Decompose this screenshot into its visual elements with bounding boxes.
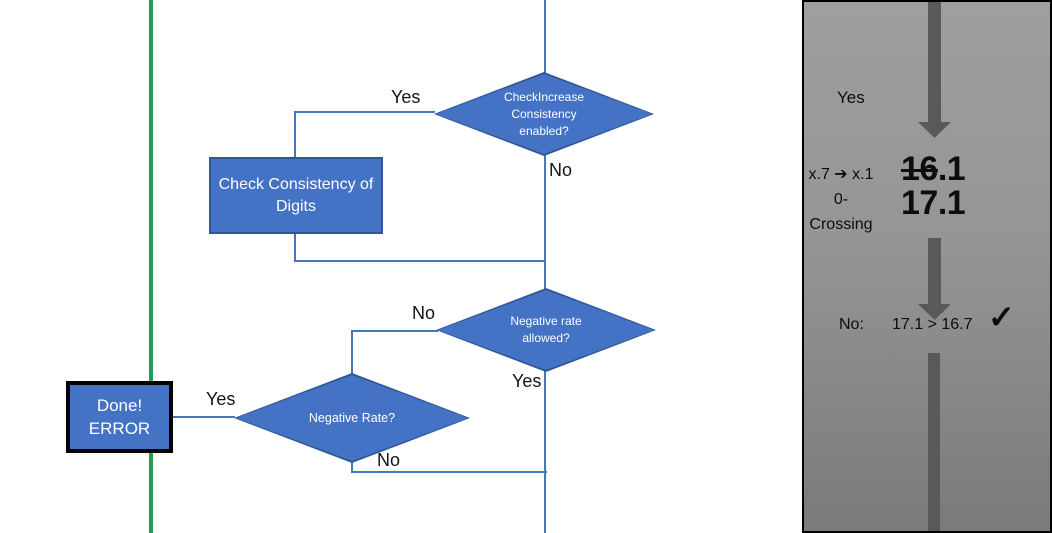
panel-comparison: 17.1 > 16.7 — [892, 316, 973, 333]
decision-check-increase-label: CheckIncrease Consistency enabled? — [434, 72, 654, 156]
connector-no-branch-vertical — [351, 330, 353, 374]
label-no-negative-rate: No — [377, 450, 401, 470]
panel-result-label: No: — [839, 316, 864, 333]
decision-negative-rate-text: Negative Rate? — [308, 410, 396, 425]
down-arrow-shaft-icon — [928, 353, 940, 531]
down-arrow-shaft-icon — [928, 238, 941, 304]
label-yes-negative-rate-allowed: Yes — [512, 371, 542, 391]
connector-return-horizontal — [294, 260, 546, 262]
panel-annotation-crossing: 0-Crossing — [809, 191, 873, 233]
connector-no-down — [351, 461, 353, 473]
decision-negative-rate-allowed-label: Negative rate allowed? — [436, 288, 656, 372]
connector-no-return-horizontal — [351, 471, 547, 473]
panel-old-value-rest: .1 — [937, 150, 966, 188]
decision-check-increase-text: CheckIncrease Consistency enabled? — [503, 89, 585, 138]
connector-yes-branch-horizontal — [295, 111, 435, 113]
panel-yes-label: Yes — [837, 88, 865, 107]
panel-annotation-rule: x.7 ➔ x.1 — [808, 166, 874, 183]
process-check-consistency: Check Consistency of Digits — [209, 157, 383, 234]
decision-negative-rate-allowed: Negative rate allowed? — [436, 288, 656, 372]
down-arrow-shaft-icon — [928, 2, 941, 122]
down-arrow-head-icon — [918, 122, 951, 138]
panel-annotation: x.7 ➔ x.1 0-Crossing — [806, 162, 876, 237]
green-divider-line — [149, 0, 153, 533]
connector-main-vertical — [544, 0, 546, 533]
connector-yes-to-done — [172, 416, 235, 418]
decision-negative-rate: Negative Rate? — [234, 373, 470, 463]
decision-check-increase: CheckIncrease Consistency enabled? — [434, 72, 654, 156]
panel-values: 16.1 17.1 — [901, 150, 966, 222]
decision-negative-rate-label: Negative Rate? — [234, 373, 470, 463]
process-check-consistency-text: Check Consistency of Digits — [218, 175, 374, 215]
label-yes-negative-rate: Yes — [206, 389, 236, 409]
terminal-done-error-text: Done! ERROR — [88, 396, 151, 438]
panel-old-value-struck: 16 — [901, 150, 938, 188]
panel-old-value: 16.1 — [901, 150, 966, 188]
decision-negative-rate-allowed-text: Negative rate allowed? — [510, 314, 582, 345]
connector-no-branch-horizontal — [351, 330, 438, 332]
terminal-done-error: Done! ERROR — [66, 381, 173, 453]
label-no-negative-rate-allowed: No — [412, 303, 436, 323]
label-no-check-increase: No — [549, 160, 573, 180]
panel-new-value: 17.1 — [901, 184, 966, 222]
example-panel: Yes x.7 ➔ x.1 0-Crossing 16.1 17.1 No: 1… — [802, 0, 1052, 533]
label-yes-check-increase: Yes — [391, 87, 421, 107]
checkmark-icon: ✓ — [988, 299, 1015, 335]
